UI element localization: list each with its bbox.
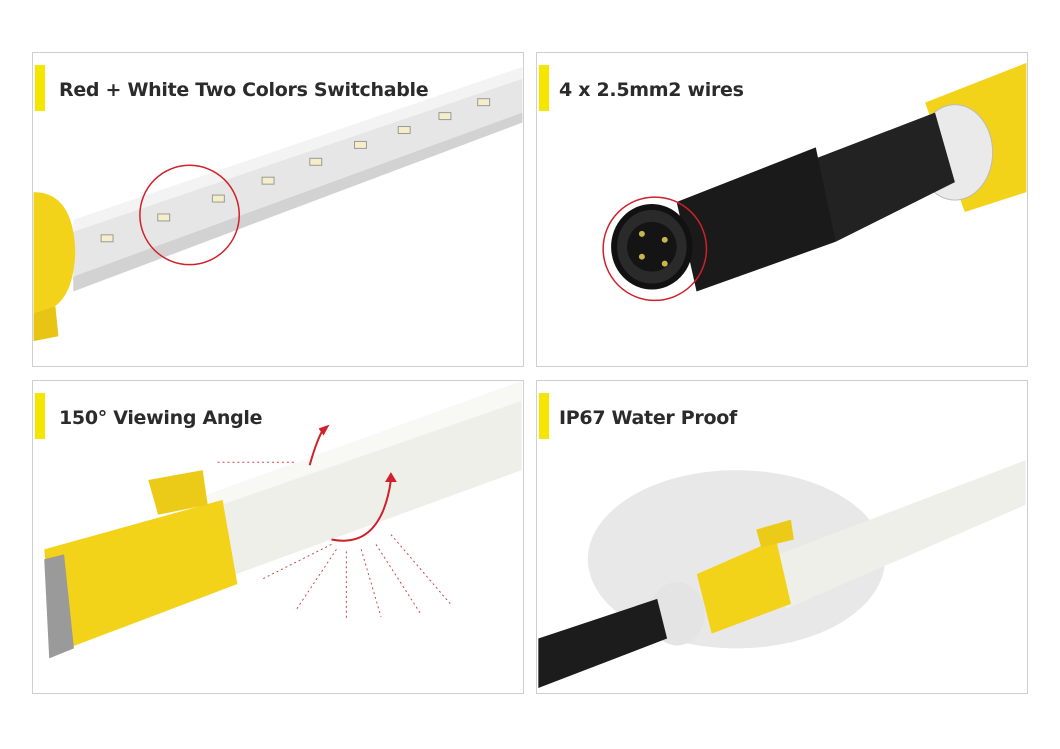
accent-bar bbox=[539, 393, 549, 439]
feature-panel-viewing-angle: 150° Viewing Angle bbox=[32, 380, 524, 694]
accent-bar bbox=[539, 65, 549, 111]
accent-bar bbox=[35, 65, 45, 111]
panel-title: 4 x 2.5mm2 wires bbox=[559, 79, 744, 101]
connector-plug-icon bbox=[602, 62, 1027, 302]
panel-title: IP67 Water Proof bbox=[559, 407, 737, 429]
feature-panel-waterproof: IP67 Water Proof bbox=[536, 380, 1028, 694]
viewing-angle-tube-icon bbox=[44, 381, 522, 659]
panel-title: Red + White Two Colors Switchable bbox=[59, 79, 429, 101]
feature-panel-wires: 4 x 2.5mm2 wires bbox=[536, 52, 1028, 367]
water-splash-tube-icon bbox=[538, 460, 1026, 689]
accent-bar bbox=[35, 393, 45, 439]
panel-title: 150° Viewing Angle bbox=[59, 407, 263, 429]
feature-panel-two-colors: Red + White Two Colors Switchable bbox=[32, 52, 524, 367]
led-strip-tube-icon bbox=[33, 66, 523, 342]
